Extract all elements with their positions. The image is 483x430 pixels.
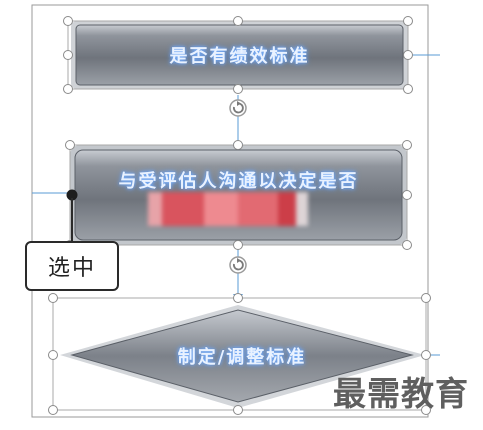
rotate-icon[interactable] (229, 256, 247, 274)
resize-handles-diamond[interactable] (48, 293, 431, 415)
diamond-text: 制定/调整标准 (177, 347, 307, 368)
resize-handles-box1[interactable] (63, 16, 413, 94)
watermark: 最需教育 (333, 374, 469, 413)
redacted-text (148, 192, 308, 226)
box2-text: 与受评估人沟通以决定是否 (118, 171, 359, 192)
box1-text: 是否有绩效标准 (169, 46, 310, 67)
slide-frame (31, 4, 429, 418)
decision-diamond[interactable] (60, 305, 425, 408)
selected-callout: 选中 (25, 241, 119, 291)
rotate-icon[interactable] (229, 99, 247, 117)
callout-label: 选中 (47, 256, 96, 281)
